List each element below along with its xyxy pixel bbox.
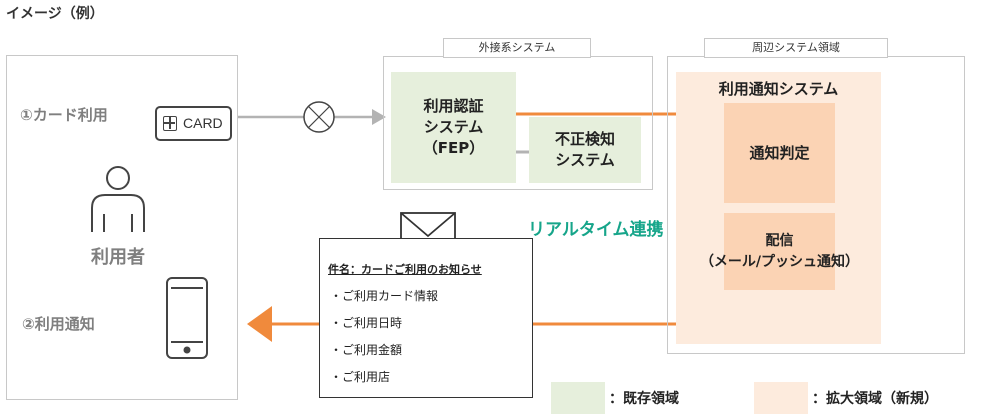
notification-judge-label: 通知判定	[749, 143, 810, 162]
fraud-line-2: システム	[555, 151, 615, 169]
fep-system-box: 利用認証 システム （FEP）	[391, 72, 516, 183]
legend-expanded-swatch	[754, 382, 808, 414]
fep-line-3: （FEP）	[422, 139, 485, 157]
user-label: 利用者	[91, 247, 145, 268]
card-chip-icon	[163, 116, 177, 131]
delivery-line-1: 配信	[765, 232, 794, 249]
external-system-tag: 外接系システム	[443, 38, 591, 58]
legend-existing-swatch	[551, 382, 605, 414]
notification-judge-box: 通知判定	[724, 103, 835, 203]
mail-subject: 件名：カードご利用のお知らせ	[328, 263, 482, 276]
credit-card-icon: CARD	[155, 106, 232, 141]
step1-label: ①カード利用	[20, 106, 108, 124]
network-node-icon	[303, 101, 335, 133]
notify-arrowhead	[247, 306, 272, 342]
mail-item: ・ご利用日時	[330, 316, 403, 330]
mail-item: ・ご利用店	[330, 370, 391, 384]
peripheral-system-tag: 周辺システム領域	[704, 38, 888, 58]
step2-label: ②利用通知	[22, 315, 95, 333]
mail-item: ・ご利用金額	[330, 343, 403, 357]
delivery-box: 配信 （メール/プッシュ通知）	[700, 213, 859, 290]
page-title: イメージ（例）	[6, 6, 104, 22]
mail-notification-box	[319, 238, 533, 398]
legend-existing-label: ：既存領域	[609, 391, 679, 407]
person-icon	[91, 166, 145, 232]
realtime-link-label: リアルタイム連携	[528, 220, 664, 240]
delivery-line-2: （メール/プッシュ通知）	[699, 253, 860, 270]
smartphone-icon	[166, 277, 208, 359]
fep-line-1: 利用認証	[423, 97, 484, 115]
legend-expanded-label: ：拡大領域（新規）	[812, 391, 938, 407]
fraud-line-1: 不正検知	[554, 130, 615, 148]
notification-system-title: 利用通知システム	[718, 80, 839, 98]
mail-item: ・ご利用カード情報	[330, 289, 439, 303]
card-text: CARD	[183, 115, 223, 131]
fep-line-2: システム	[423, 118, 484, 136]
fraud-detection-box: 不正検知 システム	[529, 117, 641, 183]
